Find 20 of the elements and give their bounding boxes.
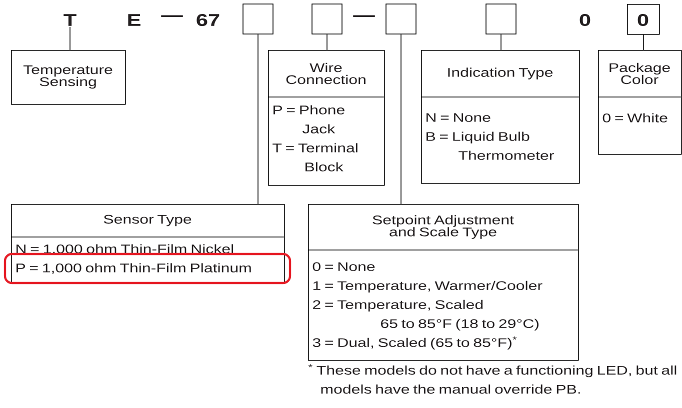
option-box: Wire Connection P = Phone Jack T = Terminal Block (268, 50, 385, 186)
code-letter: — (353, 15, 375, 17)
connector-line (643, 34, 644, 50)
code-letter: 67 (196, 14, 220, 26)
code-letter: T (64, 14, 76, 26)
connector-line (400, 34, 402, 204)
code-box (242, 4, 274, 34)
code-box (486, 4, 516, 34)
title-box: Temperature Sensing (11, 50, 126, 105)
option-box: Setpoint Adjustment and Scale Type 0 = None 1 = Temperature, Warmer/Cooler 2 = Temperature, Scaled 65 to 85°F (18 to 29°C) 3 = Dual, Scaled (65 to 85°F)$^{*}$ (308, 204, 579, 361)
code-letter: 0 (580, 14, 590, 26)
code-box (386, 4, 416, 34)
code-box: 0 (627, 4, 660, 35)
connector-line (500, 34, 502, 50)
code-letter: E (128, 14, 140, 26)
option-box: Indication Type N = None B = Liquid Bulb Thermometer (420, 50, 580, 184)
option-box: Package Color 0 = White (598, 50, 682, 155)
connector-line (326, 34, 328, 50)
code-box (312, 4, 342, 34)
code-letter: — (161, 15, 183, 17)
